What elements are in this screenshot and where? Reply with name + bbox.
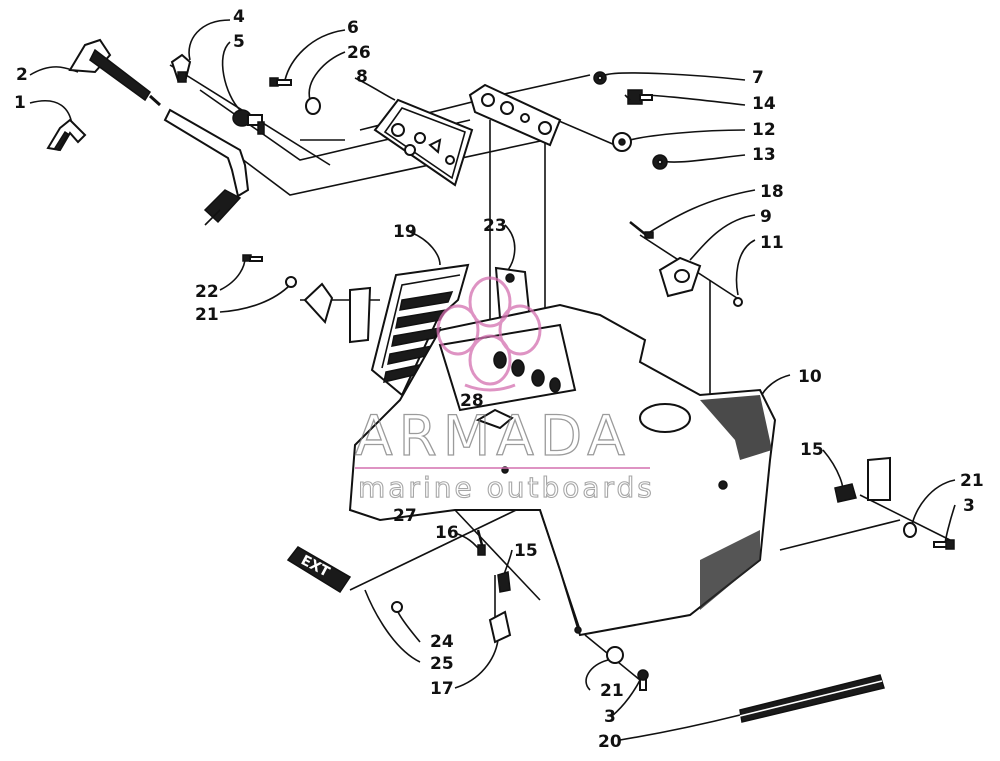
side-bracket-left: [303, 282, 372, 344]
watermark: ARMADA marine outboards: [354, 276, 655, 505]
callout-27: 27: [393, 506, 417, 526]
callout-9: 9: [760, 207, 772, 227]
callouts: 2 1 4 5 6 26 8 7 14 12 13 18 9 11 19 23 …: [14, 7, 984, 752]
callout-21c: 21: [600, 681, 624, 701]
part-14-switch: [624, 89, 653, 105]
part-21-washer-right: [903, 522, 917, 538]
part-13-nut: [652, 154, 668, 170]
callout-3a: 3: [963, 496, 975, 516]
part-4-switch: [170, 53, 192, 83]
part-6-screw: [269, 77, 292, 87]
part-3-screw-bottom: [637, 669, 649, 691]
callout-10: 10: [798, 367, 822, 387]
part-21-washer-left: [285, 276, 297, 288]
part-26-washer: [305, 97, 321, 115]
callout-18: 18: [760, 182, 784, 202]
callout-20: 20: [598, 732, 622, 752]
callout-24: 24: [430, 632, 454, 652]
callout-12: 12: [752, 120, 776, 140]
callout-25: 25: [430, 654, 454, 674]
callout-15b: 15: [514, 541, 538, 561]
callout-17: 17: [430, 679, 454, 699]
part-11-nut: [733, 297, 743, 307]
mounting-plate: [468, 83, 562, 147]
callout-1: 1: [14, 93, 26, 113]
callout-13: 13: [752, 145, 776, 165]
callout-4: 4: [233, 7, 245, 27]
callout-21b: 21: [960, 471, 984, 491]
part-5-knob: [232, 109, 265, 135]
part-17-bracket: [488, 610, 512, 644]
callout-14: 14: [752, 94, 776, 114]
callout-7: 7: [752, 68, 764, 88]
part-10-console: [348, 303, 777, 637]
part-15-clip-lower: [497, 571, 511, 593]
part-15-clip-right: [834, 456, 891, 503]
part-2-throttle-cable: [68, 38, 250, 226]
part-18-pin: [629, 221, 654, 239]
callout-28: 28: [460, 391, 484, 411]
part-25-emblem: EXT: [286, 546, 352, 594]
callout-15a: 15: [800, 440, 824, 460]
part-28-clip: [475, 408, 514, 430]
callout-21a: 21: [195, 305, 219, 325]
callout-6: 6: [347, 18, 359, 38]
part-1-bracket: [46, 118, 87, 152]
part-21-washer-bottom: [606, 646, 624, 664]
callout-16: 16: [435, 523, 459, 543]
part-24-clip: [391, 601, 403, 613]
callout-5: 5: [233, 32, 245, 52]
callout-3b: 3: [604, 707, 616, 727]
part-12-lockwasher: [612, 132, 632, 152]
part-8-panel: [373, 98, 474, 187]
part-3-screw-right: [933, 539, 955, 550]
callout-19: 19: [393, 222, 417, 242]
callout-22: 22: [195, 282, 219, 302]
watermark-tagline: marine outboards: [358, 471, 655, 504]
part-16-pin: [476, 529, 486, 556]
callout-8: 8: [356, 67, 368, 87]
callout-2: 2: [16, 65, 28, 85]
part-7-nut: [593, 71, 607, 85]
callout-11: 11: [760, 233, 784, 253]
watermark-brand: ARMADA: [355, 404, 631, 468]
part-20-trim-strip: [739, 674, 885, 723]
callout-23: 23: [483, 216, 507, 236]
part-22-screw: [242, 254, 263, 262]
part-9-gasket: [658, 256, 702, 298]
watermark-logo-icon: [436, 276, 542, 392]
callout-26: 26: [347, 43, 371, 63]
